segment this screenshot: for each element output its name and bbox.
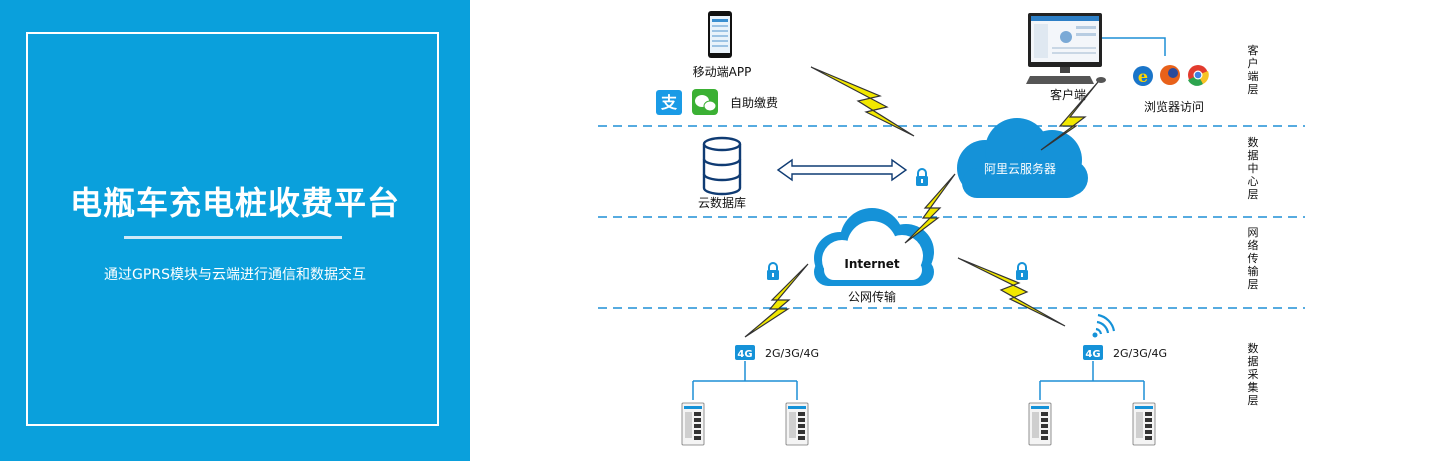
self-pay-label: 自助缴费	[730, 95, 778, 110]
cloud-icon	[957, 118, 1088, 198]
banner-panel: 电瓶车充电桩收费平台 通过GPRS模块与云端进行通信和数据交互	[0, 0, 470, 461]
desktop-computer-icon	[1026, 13, 1106, 84]
wechat-icon	[692, 89, 718, 115]
client-browser-connector	[1102, 37, 1166, 56]
banner-underline	[124, 236, 342, 239]
firefox-browser-icon	[1160, 65, 1180, 85]
4g-badge-right: 4G	[1083, 345, 1103, 360]
4g-badge-left: 4G	[735, 345, 755, 360]
lightning-icon-app	[810, 66, 915, 137]
layer-label-network: 网络传输层	[1248, 226, 1259, 291]
internet-cloud-icon	[814, 208, 934, 286]
lightning-icons	[744, 66, 1099, 338]
database-icon	[702, 136, 742, 196]
chrome-browser-icon	[1188, 65, 1209, 86]
layer-dividers	[598, 125, 1305, 309]
smartphone-icon	[708, 11, 732, 58]
client-label: 客户端	[1050, 87, 1086, 102]
wifi-signal-icon	[1095, 313, 1116, 335]
lightning-icon-server	[904, 173, 956, 244]
wifi-dot	[1092, 332, 1098, 338]
cloud-db-label: 云数据库	[698, 195, 746, 210]
layer-label-client: 客户端层	[1248, 43, 1259, 96]
layer-label-collection: 数据采集层	[1248, 342, 1259, 407]
lightning-icon-client	[1040, 81, 1099, 151]
net-left-label: 2G/3G/4G	[765, 347, 819, 360]
layer-label-datacenter: 数据中心层	[1248, 136, 1259, 201]
db-server-double-arrow	[776, 158, 908, 182]
public-net-label: 公网传输	[848, 289, 896, 304]
svg-text:4G: 4G	[1085, 349, 1100, 360]
svg-text:4G: 4G	[737, 349, 752, 360]
lightning-icon-right	[957, 257, 1066, 327]
aliyun-label: 阿里云服务器	[984, 161, 1056, 176]
banner-subtitle: 通过GPRS模块与云端进行通信和数据交互	[104, 267, 366, 283]
mobile-app-label: 移动端APP	[693, 65, 752, 79]
svg-text:e: e	[1138, 67, 1148, 86]
layer-labels: 客户端层 数据中心层 网络传输层 数据采集层	[1248, 43, 1259, 407]
browser-icons: e	[1133, 65, 1209, 86]
pile-connectors	[692, 361, 1145, 400]
banner-title: 电瓶车充电桩收费平台	[69, 184, 400, 222]
svg-text:支: 支	[660, 93, 678, 112]
lightning-icon-left	[744, 263, 809, 338]
ie-browser-icon: e	[1133, 66, 1153, 86]
charging-pile-icon	[681, 402, 1156, 446]
net-right-label: 2G/3G/4G	[1113, 347, 1167, 360]
alipay-icon: 支	[656, 90, 682, 115]
banner-frame	[26, 32, 439, 426]
browser-label: 浏览器访问	[1144, 99, 1204, 114]
internet-label: Internet	[844, 257, 899, 271]
